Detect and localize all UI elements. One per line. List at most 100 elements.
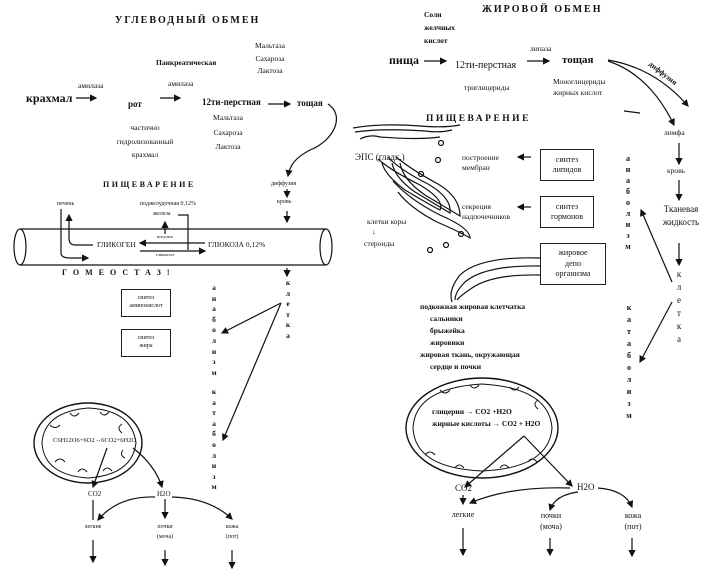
membranes-label: построение мембран — [462, 153, 499, 173]
secretion-line1: секреция — [462, 202, 491, 211]
box-amino-line1: синтез — [137, 295, 155, 302]
co2-label-left: CO2 — [88, 490, 102, 498]
partial-hydrolysis-label: частично гидролизованный крахмал — [100, 123, 190, 160]
output-skin-product: (пот) — [225, 533, 239, 540]
lymph-label: лимфа — [664, 128, 685, 137]
box-fat-line1: синтез — [137, 335, 155, 342]
products-line1: Моноглицериды — [553, 77, 606, 86]
output-kidneys-product-right: (моча) — [540, 522, 562, 532]
amylase-label: амилаза — [78, 81, 104, 90]
fat-metabolism-title: ЖИРОВОЙ ОБМЕН — [482, 4, 603, 15]
smooth-er-label: ЭПС (гладк.) — [355, 152, 405, 162]
adrenal-secretion-label: секреция надпочечников — [462, 202, 510, 222]
vessel-right-end — [319, 228, 333, 266]
food-label: пища — [389, 53, 419, 67]
enzyme-sucrase: Сахароза — [213, 127, 243, 137]
box-amino-line2: аминокислот — [129, 303, 163, 309]
depot-mesentery: брыжейка — [430, 326, 465, 335]
anabolism-vertical-left: а н а б о л и з м — [211, 283, 217, 377]
blood-label-right: кровь — [667, 166, 686, 175]
curve-jejunum-diffusion — [285, 103, 338, 178]
box-lipids-line2: липидов — [552, 165, 582, 174]
pancreas-percent: 0,12% — [180, 201, 197, 207]
depot-heart-kidneys: сердце и почки — [430, 362, 482, 371]
co2-label-right: CO2 — [455, 483, 473, 493]
steroids-label: стероиды — [364, 239, 395, 248]
glycogen-label: ГЛИКОГЕН — [97, 240, 136, 249]
digestion-label-right: ПИЩЕВАРЕНИЕ — [426, 114, 531, 124]
output-skin-product-right: (пот) — [624, 522, 642, 532]
membranes-line1: построение — [462, 153, 499, 162]
catabolism-vertical-left: к а т а б о л и з м — [211, 387, 217, 492]
box-hormones-line1: синтез — [555, 201, 579, 211]
output-kidneys-organ-right: почки — [540, 511, 562, 520]
blood-label-left: кровь — [277, 199, 292, 205]
lipase-label: липаза — [530, 44, 552, 53]
mitochondrion-left — [33, 402, 143, 484]
enzyme-lactase-top: Лактоза — [257, 66, 283, 76]
box-hormones-line2: гормонов — [550, 212, 584, 221]
output-skin-left: кожа (пот) — [215, 524, 249, 541]
output-lungs-organ: легкие — [84, 524, 102, 530]
down-arrow-steroids: ↓ — [372, 227, 376, 236]
box-depot-line1: жировое — [558, 248, 588, 258]
tissue-fluid-label: Тканевая жидкость — [655, 203, 707, 229]
glucagon-label: глюкагон — [156, 252, 174, 257]
glucose-oxidation-equation: C6H12O6+6O2→6CO2+6H2O — [53, 437, 137, 444]
output-lungs-left: легкие — [76, 524, 110, 531]
pancreas-line1: поджелудочная — [140, 201, 179, 207]
cell-vertical-left: к л е т к а — [285, 278, 291, 340]
top-enzymes: Мальтаза Сахароза Лактоза — [250, 41, 290, 76]
output-skin-organ: кожа — [225, 524, 239, 530]
enzyme-lactase: Лактоза — [215, 142, 241, 152]
output-lungs-right: легкие — [440, 510, 486, 519]
output-lungs-organ-right: легкие — [451, 510, 475, 519]
pancreatic-amylase-line2: амилаза — [168, 79, 194, 88]
monoglycerides-label: Моноглицериды жирных кислот — [553, 76, 605, 99]
cell-vertical-right: к л е т к а — [676, 269, 682, 344]
enzyme-maltase: Мальтаза — [213, 113, 243, 122]
output-skin-organ-right: кожа — [624, 511, 642, 520]
anabolism-vertical-right: а н а б о л и з м — [625, 154, 631, 251]
glucose-label: ГЛЮКОЗА 0,12% — [208, 240, 266, 249]
products-line2: жирных кислот — [553, 88, 603, 98]
tissue-fluid-line2: жидкость — [662, 217, 700, 228]
output-skin-right: кожа (пот) — [610, 510, 656, 532]
diffusion-label-left: диффузия — [271, 181, 297, 187]
secretion-line2: надпочечников — [462, 212, 510, 222]
box-depot-line2: депо — [565, 258, 581, 268]
vessel-left-end — [13, 228, 27, 266]
depot-lipomas: жировики — [430, 338, 465, 347]
partial-line-1: частично — [130, 123, 160, 132]
fat-depot-locations: подкожная жировая клетчатка сальники бры… — [420, 301, 525, 373]
output-kidneys-right: почки (моча) — [528, 510, 574, 532]
duodenum-label-right: 12ти-перстная — [455, 60, 517, 71]
homeostasis-label: ГОМЕОСТАЗ! — [62, 268, 176, 277]
pancreas-label: поджелудочная 0,12% — [140, 201, 196, 208]
liver-label: печень — [57, 201, 75, 207]
output-kidneys-product: (моча) — [156, 533, 174, 540]
box-depot-line3: организма — [555, 269, 591, 279]
h2o-label-right: H2O — [577, 482, 595, 492]
mouth-label: рот — [128, 99, 142, 109]
enzyme-maltase-top: Мальтаза — [255, 41, 285, 50]
digestion-label-left: ПИЩЕВАРЕНИЕ — [103, 180, 196, 189]
h2o-label-left: H2O — [157, 490, 171, 498]
triglycerides-label: триглицериды — [464, 83, 510, 92]
catabolism-vertical-right: к а т а б о л и з м — [626, 303, 632, 420]
bile-line3: кислот — [424, 35, 448, 45]
partial-line-3: крахмал — [131, 150, 159, 160]
jejunum-label-right: тощая — [562, 54, 594, 66]
pancreas-gland-label: железа — [153, 211, 171, 217]
partial-line-2: гидролизованный — [116, 136, 174, 146]
mitochondrion-right — [405, 377, 559, 479]
cortex-cells-label: клетки коры — [367, 217, 407, 226]
starch-label: крахмал — [26, 91, 73, 105]
enzyme-sucrase-top: Сахароза — [255, 53, 285, 63]
